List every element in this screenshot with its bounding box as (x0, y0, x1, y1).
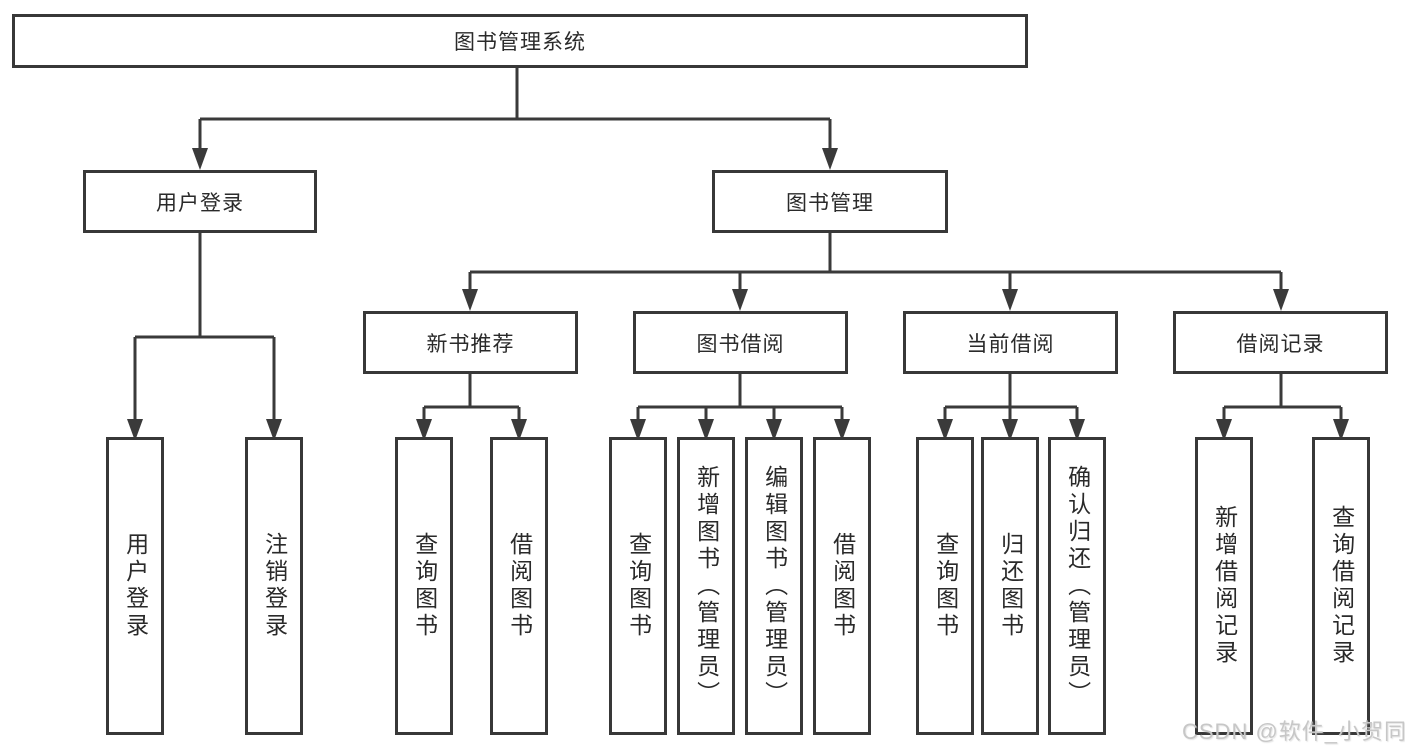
node-leaf-confirm-return-admin: 确认归还（管理员） (1048, 437, 1106, 735)
node-borrow-records: 借阅记录 (1173, 311, 1388, 374)
node-leaf-user-login: 用户登录 (106, 437, 164, 735)
node-leaf-logout: 注销登录 (245, 437, 303, 735)
node-book-borrow: 图书借阅 (633, 311, 848, 374)
leaf-label: 查询图书 (411, 532, 438, 640)
node-new-book-recommend: 新书推荐 (363, 311, 578, 374)
leaf-label: 查询图书 (625, 532, 652, 640)
node-leaf-add-borrow-record: 新增借阅记录 (1195, 437, 1253, 735)
node-leaf-edit-books-admin: 编辑图书（管理员） (745, 437, 803, 735)
node-book-management: 图书管理 (712, 170, 948, 233)
node-user-login: 用户登录 (83, 170, 317, 233)
node-leaf-add-books-admin: 新增图书（管理员） (677, 437, 735, 735)
leaf-label: 查询图书 (932, 532, 959, 640)
node-leaf-return-books: 归还图书 (981, 437, 1039, 735)
leaf-label: 新增借阅记录 (1211, 505, 1238, 667)
node-leaf-query-books-1: 查询图书 (395, 437, 453, 735)
node-current-borrow: 当前借阅 (903, 311, 1118, 374)
leaf-label: 借阅图书 (829, 532, 856, 640)
node-leaf-query-borrow-record: 查询借阅记录 (1312, 437, 1370, 735)
leaf-label: 用户登录 (122, 532, 149, 640)
leaf-label: 编辑图书（管理员） (761, 464, 788, 708)
node-root-system: 图书管理系统 (12, 14, 1028, 68)
node-leaf-borrow-books-2: 借阅图书 (813, 437, 871, 735)
arrowhead-icons (127, 148, 1349, 441)
node-leaf-query-books-3: 查询图书 (916, 437, 974, 735)
node-leaf-query-books-2: 查询图书 (609, 437, 667, 735)
csdn-watermark: CSDN @软件_小贺同学 (1182, 719, 1405, 744)
leaf-label: 借阅图书 (506, 532, 533, 640)
leaf-label: 新增图书（管理员） (693, 464, 720, 708)
leaf-label: 查询借阅记录 (1328, 505, 1355, 667)
leaf-label: 归还图书 (997, 532, 1024, 640)
leaf-label: 确认归还（管理员） (1064, 464, 1091, 708)
node-leaf-borrow-books-1: 借阅图书 (490, 437, 548, 735)
leaf-label: 注销登录 (261, 532, 288, 640)
